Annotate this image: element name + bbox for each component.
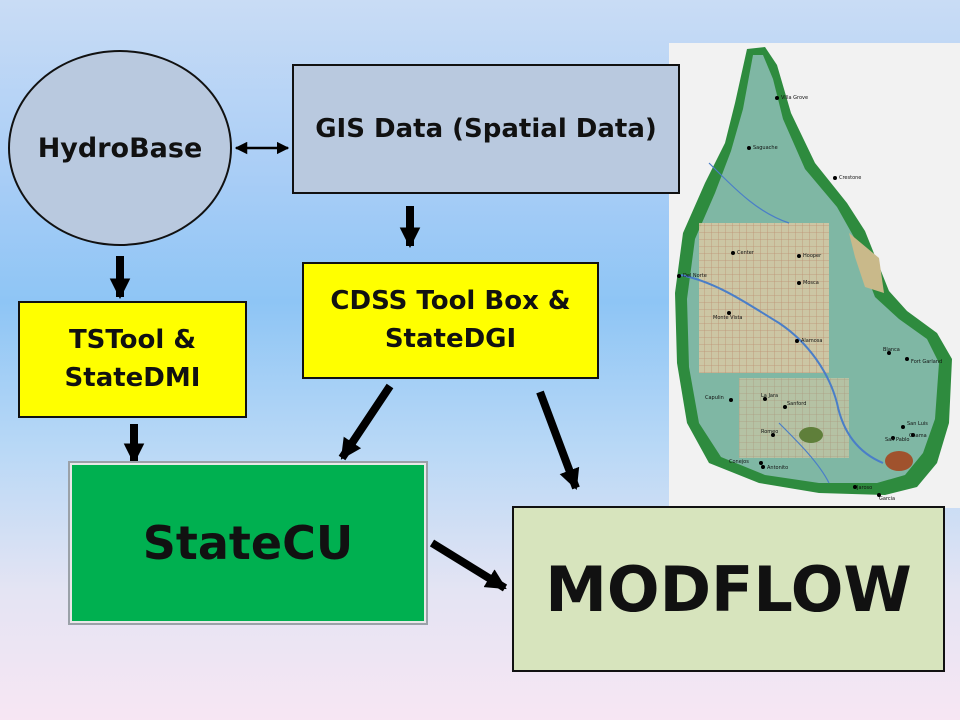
map-town-label: Romeo xyxy=(761,429,778,435)
map-graphic: Villa Grove Saguache Crestone Center Hoo… xyxy=(675,47,952,502)
map-sand-dunes xyxy=(849,233,884,293)
hydrobase-node: HydroBase xyxy=(8,50,232,246)
map-town-label: San Luis xyxy=(907,421,928,427)
map-town-label: Sanford xyxy=(787,401,806,407)
map-town-label: Crestone xyxy=(839,175,861,181)
tstool-node: TSTool & StateDMI xyxy=(18,301,247,418)
map-town-label: Alamosa xyxy=(801,338,822,344)
gis-data-node: GIS Data (Spatial Data) xyxy=(292,64,680,194)
arrow-cdss-to-modflow xyxy=(536,390,580,490)
map-town-label: Chama xyxy=(909,433,927,439)
cdss-toolbox-node: CDSS Tool Box & StateDGI xyxy=(302,262,599,379)
statecu-label: StateCU xyxy=(142,516,354,570)
map-river xyxy=(680,274,884,464)
map-town-markers: Villa Grove Saguache Crestone Center Hoo… xyxy=(677,95,942,502)
map-town-label: Villa Grove xyxy=(781,95,808,101)
map-town-label: Mosca xyxy=(803,280,819,286)
map-town-label: Jaroso xyxy=(856,485,872,491)
map-town-label: La Jara xyxy=(761,393,778,399)
tstool-label-line2: StateDMI xyxy=(64,362,201,393)
map-hill xyxy=(885,451,913,471)
tstool-label-line1: TSTool & xyxy=(68,324,197,355)
map-river-3 xyxy=(778,422,830,484)
map-town-label: Hooper xyxy=(803,253,822,259)
map-hill xyxy=(799,427,823,443)
map-road-grid-south xyxy=(739,378,849,458)
map-town-label: Antonito xyxy=(767,465,788,471)
map-town-label: San Pablo xyxy=(885,437,909,443)
cdss-label-line1: CDSS Tool Box & xyxy=(330,285,571,316)
map-town-label: Garcia xyxy=(879,496,895,502)
map-town-label: Saguache xyxy=(753,145,778,151)
arrow-cdss-to-statecu xyxy=(338,383,394,461)
map-river-2 xyxy=(708,162,790,224)
modflow-node: MODFLOW xyxy=(512,506,945,672)
hydrobase-label: HydroBase xyxy=(37,132,203,164)
map-town-label: Blanca xyxy=(883,347,900,353)
map-town-label: Conejos xyxy=(729,459,749,465)
map-town-label: Monte Vista xyxy=(713,315,743,321)
map-town-label: Fort Garland xyxy=(911,359,942,365)
map-town-label: Center xyxy=(737,250,755,256)
map-town-label: Del Norte xyxy=(683,273,707,279)
statecu-node: StateCU xyxy=(70,463,426,623)
gis-data-label: GIS Data (Spatial Data) xyxy=(315,114,657,144)
cdss-label-line2: StateDGI xyxy=(384,323,517,354)
modflow-label: MODFLOW xyxy=(545,552,912,626)
san-luis-valley-map: Villa Grove Saguache Crestone Center Hoo… xyxy=(669,43,960,508)
map-town-label: Capulin xyxy=(705,395,724,401)
arrow-statecu-to-modflow xyxy=(429,539,508,592)
